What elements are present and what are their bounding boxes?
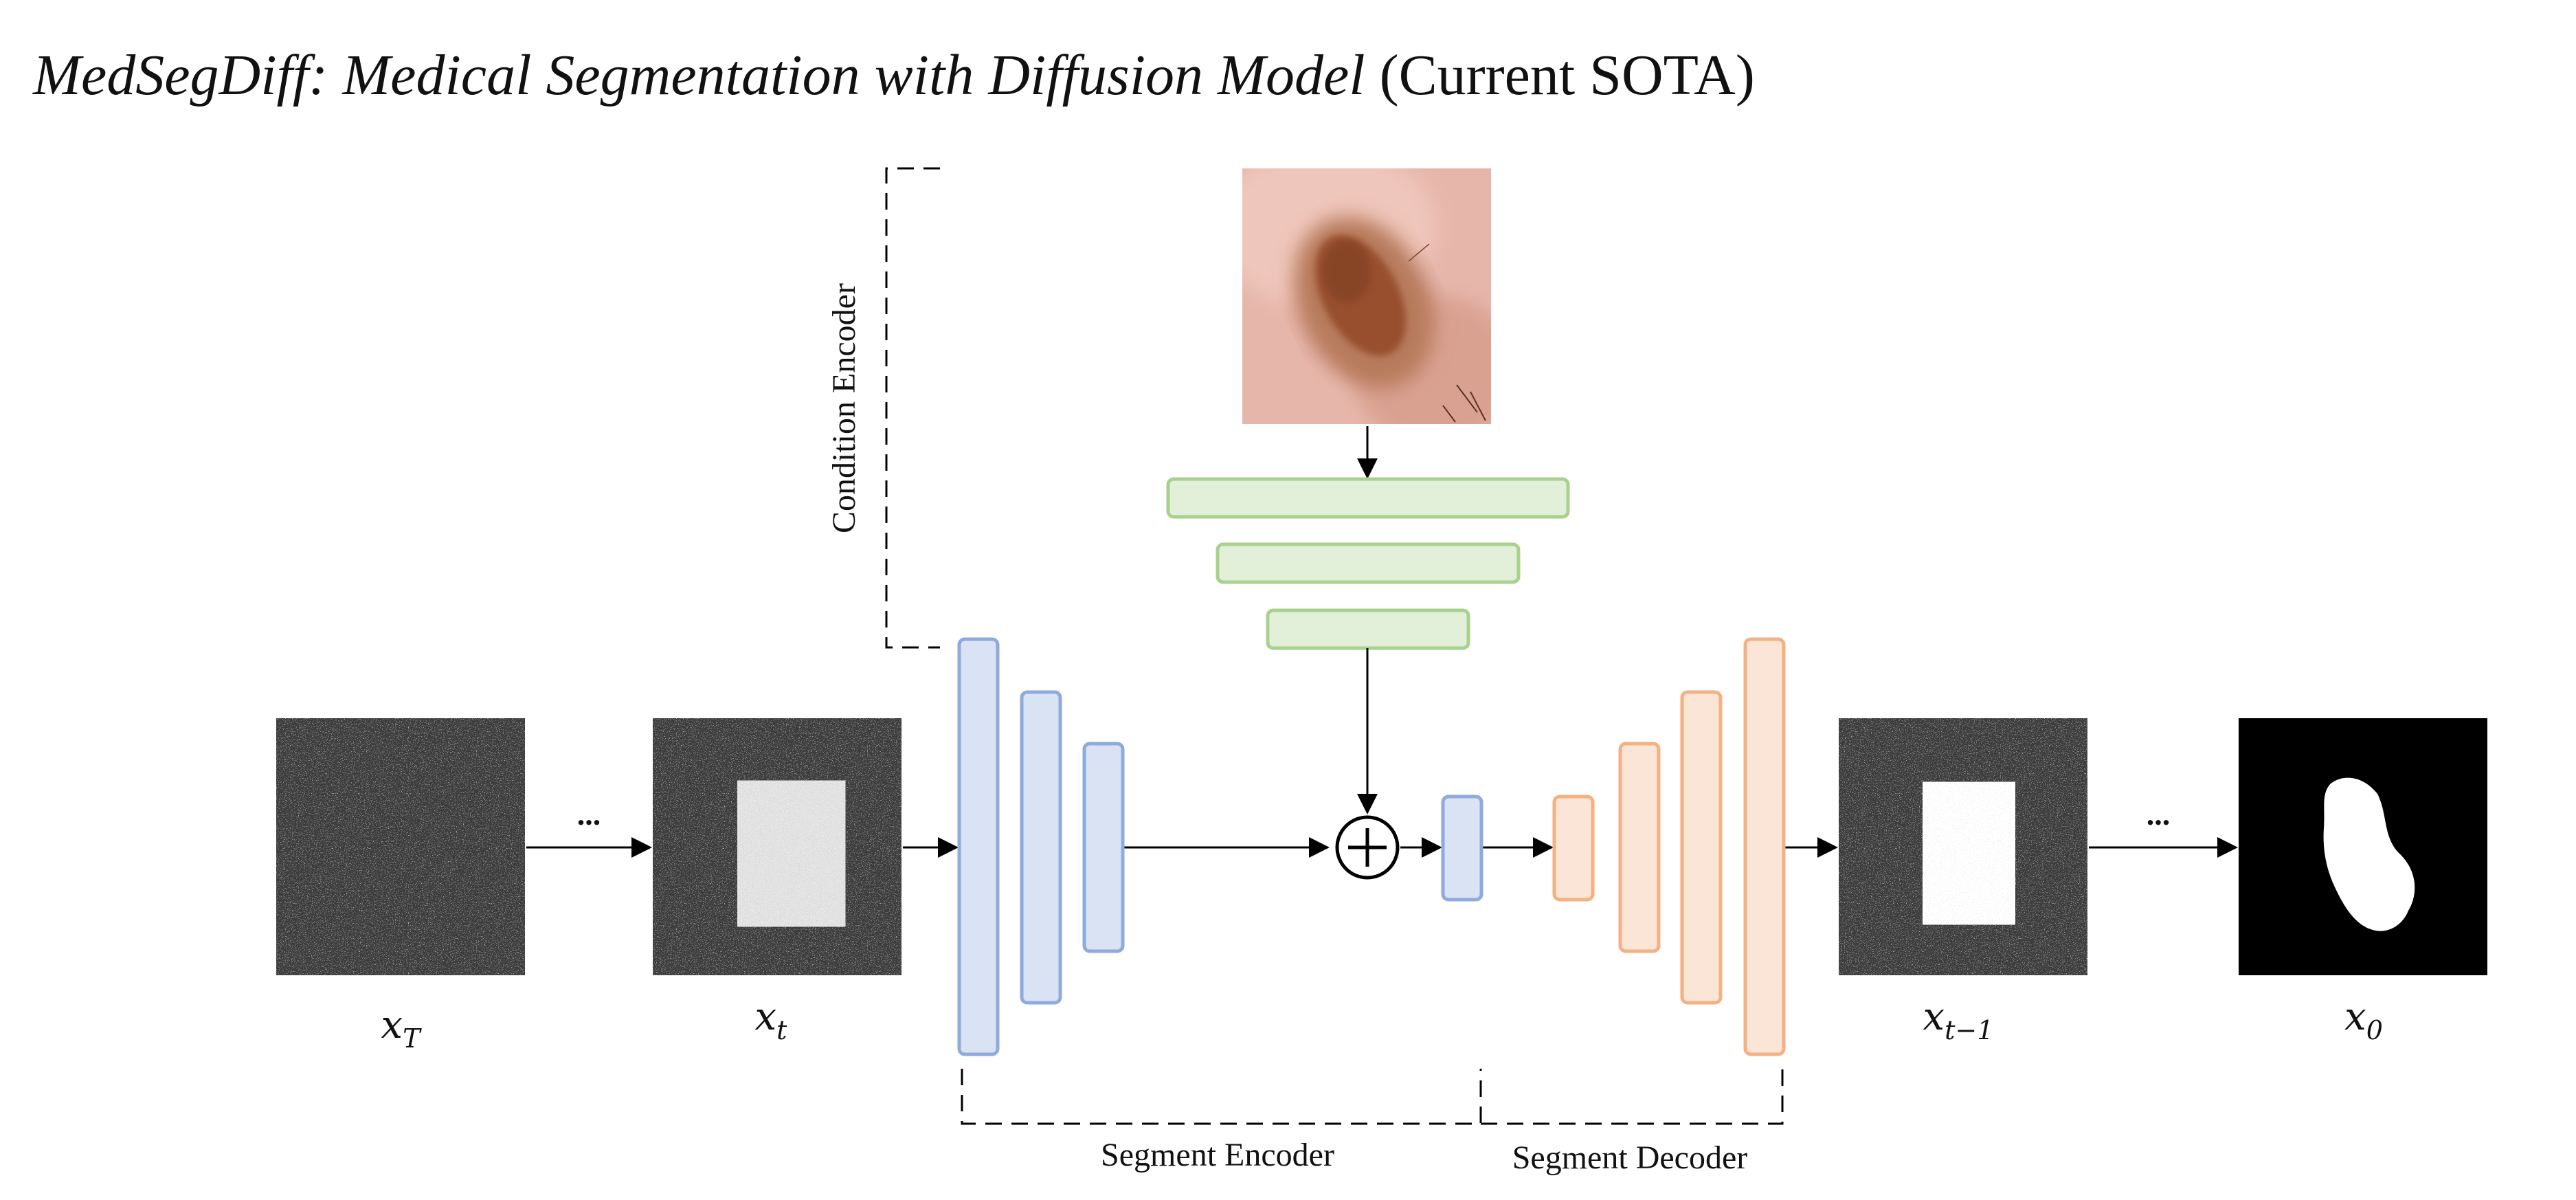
condition-layer-2 bbox=[1216, 542, 1521, 584]
condition-layer-3 bbox=[1266, 608, 1470, 650]
dermoscopy-image bbox=[1242, 168, 1491, 424]
label-xT-base: x bbox=[381, 1003, 403, 1047]
decoder-layer-3 bbox=[1680, 690, 1723, 1005]
label-xt-minus-1: xt−1 bbox=[1923, 995, 1994, 1045]
encoder-layer-1 bbox=[957, 637, 1000, 1056]
bottleneck-layer bbox=[1441, 795, 1483, 902]
segment-decoder bbox=[1552, 637, 1786, 1056]
title-suffix: (Current SOTA) bbox=[1379, 43, 1755, 107]
label-xt-sub: t bbox=[776, 1015, 787, 1045]
label-xT-sub: T bbox=[403, 1023, 422, 1054]
encoder-layer-2 bbox=[1020, 690, 1062, 1005]
segment-decoder-bracket bbox=[1481, 1069, 1784, 1125]
condition-encoder-bracket bbox=[885, 167, 940, 649]
ellipsis-left: ... bbox=[577, 797, 601, 832]
segment-decoder-label: Segment Decoder bbox=[1512, 1140, 1748, 1176]
label-xt-minus-1-sub: t−1 bbox=[1945, 1015, 1993, 1045]
condition-encoder-label: Condition Encoder bbox=[826, 283, 862, 533]
segmentation-mask-x0 bbox=[2239, 718, 2487, 975]
noise-image-xt-minus-1 bbox=[1839, 718, 2087, 975]
noise-image-xt bbox=[653, 718, 901, 975]
decoder-layer-1 bbox=[1552, 795, 1595, 902]
title-main: MedSegDiff: Medical Segmentation with Di… bbox=[33, 43, 1365, 107]
decoder-layer-4 bbox=[1743, 637, 1786, 1056]
feature-fusion-plus bbox=[1335, 815, 1400, 880]
condition-encoder bbox=[1166, 477, 1570, 650]
segment-encoder-bracket bbox=[961, 1069, 1482, 1125]
decoder-layer-2 bbox=[1618, 742, 1661, 953]
label-x0: x0 bbox=[2344, 995, 2383, 1045]
ellipsis-right: ... bbox=[2147, 797, 2171, 832]
label-x0-base: x bbox=[2344, 995, 2366, 1039]
noise-image-xT bbox=[276, 718, 525, 975]
label-xT: xT bbox=[381, 1003, 423, 1054]
label-x0-sub: 0 bbox=[2366, 1015, 2383, 1045]
condition-layer-1 bbox=[1166, 477, 1570, 519]
page-title: MedSegDiff: Medical Segmentation with Di… bbox=[33, 47, 1755, 104]
label-xt: xt bbox=[755, 995, 788, 1045]
segment-encoder-label: Segment Encoder bbox=[1101, 1137, 1334, 1173]
label-xt-minus-1-base: x bbox=[1923, 995, 1945, 1039]
encoder-layer-3 bbox=[1082, 742, 1125, 953]
segment-encoder bbox=[957, 637, 1483, 1056]
label-xt-base: x bbox=[755, 995, 777, 1039]
